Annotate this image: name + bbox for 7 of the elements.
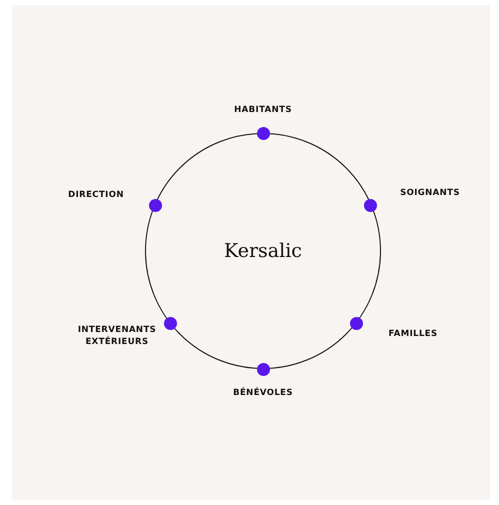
stakeholder-label: FAMILLES [388,328,438,340]
stakeholder-label: BÉNÉVOLES [232,387,294,399]
stakeholder-label: HABITANTS [233,104,293,116]
stakeholder-label: DIRECTION [67,189,125,201]
stakeholder-label: INTERVENANTS EXTÉRIEURS [77,324,157,348]
center-label: Kersalic [224,240,302,262]
stakeholder-label: SOIGNANTS [399,187,461,199]
